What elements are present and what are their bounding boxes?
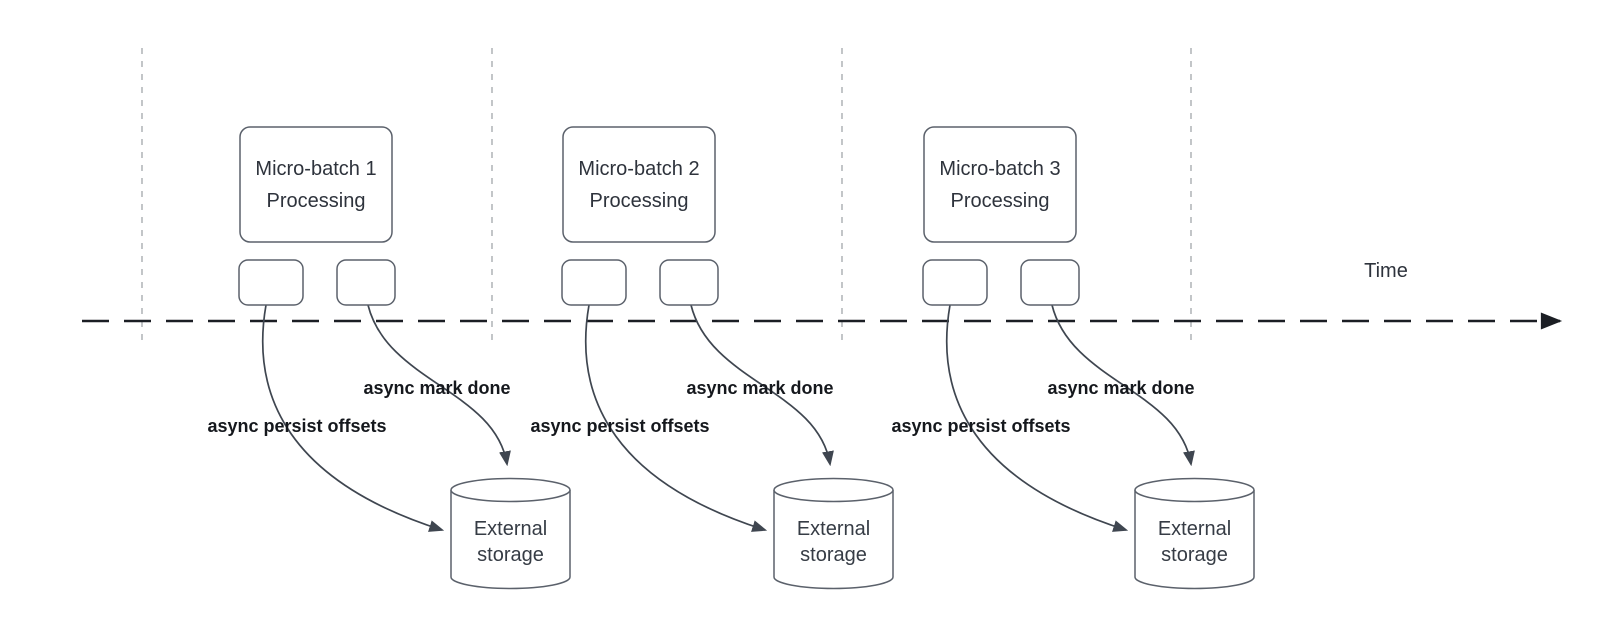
offset-task-node xyxy=(561,259,627,306)
done-task-node xyxy=(336,259,396,306)
persist-offsets-arrow xyxy=(945,304,1129,532)
storage-cylinder-top xyxy=(450,477,571,503)
done-task-node xyxy=(659,259,719,306)
offset-task-node xyxy=(922,259,988,306)
micro-batch-box xyxy=(239,126,393,243)
storage-cylinder-body xyxy=(773,490,894,590)
persist-offsets-arrow xyxy=(261,304,445,532)
mark-done-arrow xyxy=(690,304,834,467)
microbatch-group-1 xyxy=(238,126,571,590)
storage-cylinder-body xyxy=(1134,490,1255,590)
offset-task-node xyxy=(238,259,304,306)
micro-batch-box xyxy=(923,126,1077,243)
storage-cylinder-top xyxy=(773,477,894,503)
microbatch-group-3 xyxy=(922,126,1255,590)
mark-done-arrow xyxy=(367,304,511,467)
mark-done-arrow xyxy=(1051,304,1195,467)
done-task-node xyxy=(1020,259,1080,306)
micro-batch-box xyxy=(562,126,716,243)
storage-cylinder-top xyxy=(1134,477,1255,503)
microbatch-group-2 xyxy=(561,126,894,590)
persist-offsets-arrow xyxy=(584,304,768,532)
storage-cylinder-body xyxy=(450,490,571,590)
